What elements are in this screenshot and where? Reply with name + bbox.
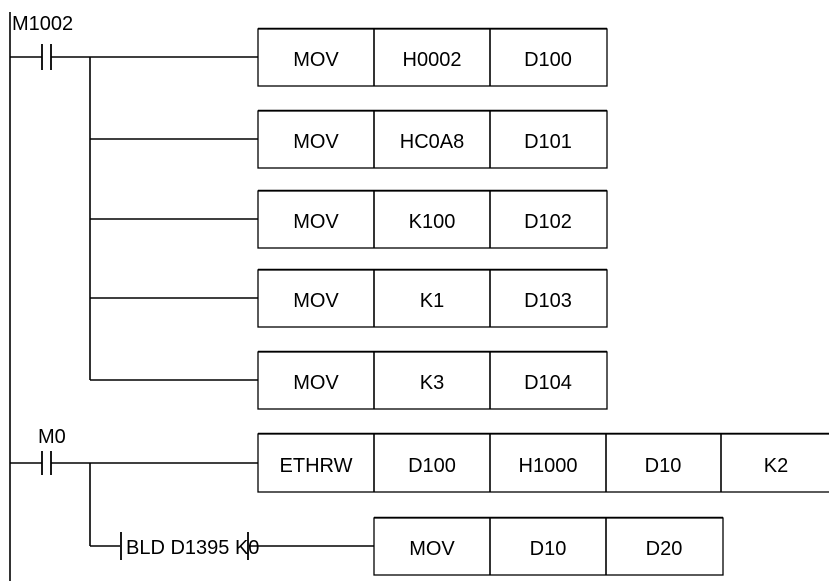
opcode: MOV: [409, 538, 455, 560]
operand-source: K3: [420, 372, 444, 394]
operand-source: K1: [420, 290, 444, 312]
rung1-contact-m1002: [10, 44, 258, 70]
rung2-branch: [89, 463, 374, 560]
operand-destination: D100: [524, 49, 572, 71]
operand-3: D10: [645, 455, 682, 477]
operand-destination: D101: [524, 131, 572, 153]
opcode: MOV: [293, 290, 339, 312]
instruction-ethrw: ETHRW D100 H1000 D10 K2: [257, 432, 829, 493]
opcode: MOV: [293, 211, 339, 233]
rung2-contact-label: M0: [38, 426, 66, 448]
instruction-mov-hc0a8-d101: MOV HC0A8 D101: [257, 109, 608, 169]
opcode: MOV: [293, 372, 339, 394]
operand-source: H0002: [403, 49, 462, 71]
rung1-contact-label: M1002: [12, 13, 73, 35]
branch-contact-label: BLD D1395 K0: [126, 537, 259, 559]
operand-2: H1000: [519, 455, 578, 477]
operand-destination: D103: [524, 290, 572, 312]
operand-source: HC0A8: [400, 131, 464, 153]
operand-destination: D102: [524, 211, 572, 233]
operand-1: D100: [408, 455, 456, 477]
operand-destination: D20: [646, 538, 683, 560]
operand-source: D10: [530, 538, 567, 560]
instruction-mov-h0002-d100: MOV H0002 D100: [257, 27, 608, 87]
operand-4: K2: [764, 455, 788, 477]
rung1-branch-lines: [89, 57, 258, 381]
instruction-mov-k100-d102: MOV K100 D102: [257, 189, 608, 249]
opcode: MOV: [293, 49, 339, 71]
opcode: ETHRW: [280, 455, 353, 477]
instruction-mov-k3-d104: MOV K3 D104: [257, 350, 608, 410]
instruction-mov-k1-d103: MOV K1 D103: [257, 268, 608, 328]
rung2-contact-m0: [10, 451, 258, 475]
instruction-mov-d10-d20: MOV D10 D20: [373, 516, 724, 576]
operand-destination: D104: [524, 372, 572, 394]
operand-source: K100: [409, 211, 456, 233]
opcode: MOV: [293, 131, 339, 153]
